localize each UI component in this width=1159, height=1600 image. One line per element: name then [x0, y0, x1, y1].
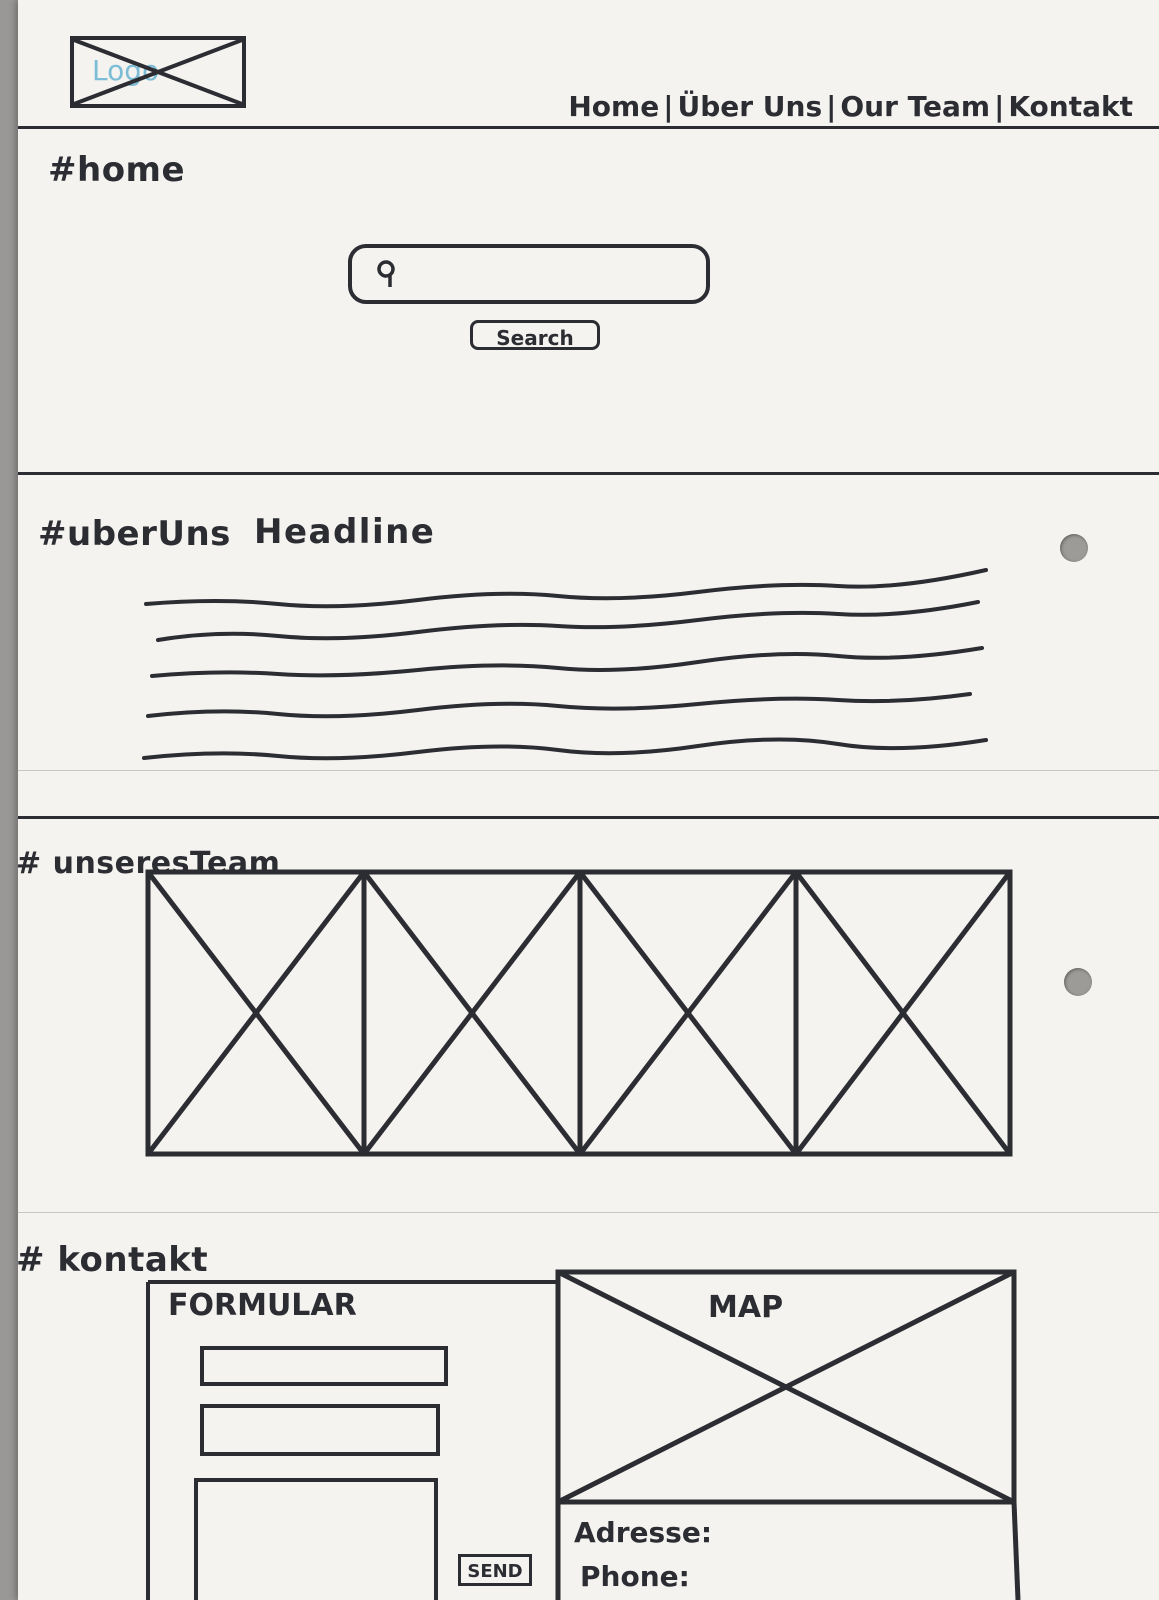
- nav-separator: |: [826, 90, 837, 123]
- team-image-placeholders: [145, 869, 1013, 1157]
- address-label: Adresse:: [574, 1516, 713, 1549]
- nav-separator: |: [994, 90, 1005, 123]
- search-icon: [377, 260, 395, 287]
- about-text-scribble: [142, 568, 988, 761]
- main-nav: Home|Über Uns|Our Team|Kontakt: [568, 90, 1133, 123]
- phone-label: Phone:: [580, 1560, 690, 1593]
- section-label-kontakt: # kontakt: [18, 1240, 209, 1280]
- send-button[interactable]: SEND: [458, 1554, 532, 1586]
- nav-separator: |: [663, 90, 674, 123]
- search-input[interactable]: [348, 244, 710, 304]
- logo-placeholder[interactable]: Logo: [70, 36, 246, 108]
- wireframe-sheet: Logo Home|Über Uns|Our Team|Kontakt #hom…: [18, 0, 1159, 1600]
- message-textarea[interactable]: [194, 1478, 438, 1600]
- search-button[interactable]: Search: [470, 320, 600, 350]
- name-field[interactable]: [200, 1346, 448, 1386]
- punch-hole: [1064, 968, 1092, 996]
- home-divider: [18, 472, 1159, 475]
- contact-layout-frame: [146, 1269, 1021, 1600]
- about-headline: Headline: [254, 512, 436, 552]
- nav-our-team[interactable]: Our Team: [840, 90, 991, 123]
- header-divider: [18, 126, 1159, 129]
- nav-home[interactable]: Home: [568, 90, 660, 123]
- paper-fold: [18, 1212, 1159, 1213]
- logo-cross-icon: [73, 38, 243, 106]
- punch-hole: [1060, 534, 1088, 562]
- paper-fold: [18, 770, 1159, 771]
- section-label-home: #home: [48, 150, 186, 190]
- about-divider: [18, 816, 1159, 819]
- map-title: MAP: [708, 1290, 784, 1325]
- form-title: FORMULAR: [168, 1288, 357, 1323]
- email-field[interactable]: [200, 1404, 440, 1456]
- section-label-ueber-uns: #uberUns: [38, 514, 231, 554]
- nav-kontakt[interactable]: Kontakt: [1008, 90, 1133, 123]
- nav-ueber-uns[interactable]: Über Uns: [677, 90, 823, 123]
